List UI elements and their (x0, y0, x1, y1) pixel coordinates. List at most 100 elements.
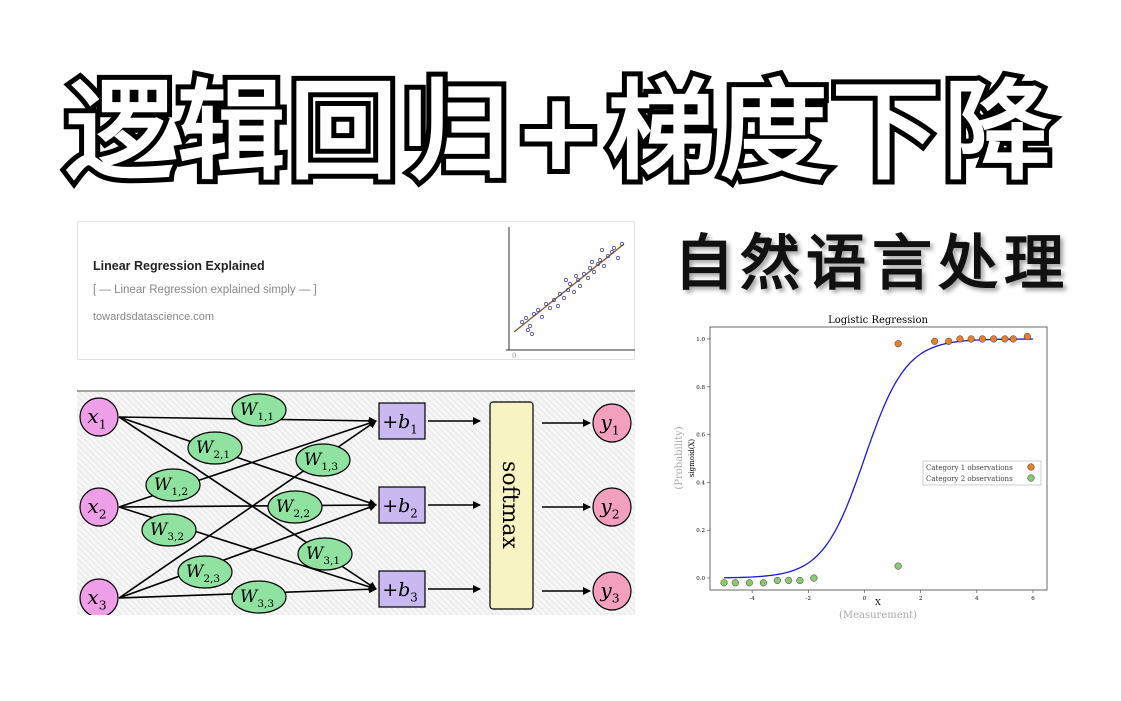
article-link-card[interactable]: Linear Regression Explained [ — Linear R… (77, 221, 635, 360)
legend-marker-category-2 (1027, 474, 1035, 482)
thumb-point (526, 328, 530, 332)
x-axis-label: X (875, 598, 881, 607)
x-tick-label: 6 (1031, 596, 1035, 602)
chart-title: Logistic Regression (828, 315, 928, 326)
weight-label: W3,2 (150, 520, 184, 543)
point-category-2 (731, 579, 739, 587)
weight-label: W3,1 (306, 544, 340, 567)
thumb-point (556, 304, 560, 308)
thumb-point (586, 276, 590, 280)
thumb-point (610, 250, 614, 254)
input-label-3: x3 (87, 585, 106, 613)
output-label-2: y2 (599, 494, 619, 522)
point-category-1 (894, 340, 902, 348)
weight-label: W1,3 (304, 450, 338, 473)
bias-label-1: +b1 (382, 411, 418, 436)
thumb-point (524, 316, 528, 320)
legend-label-category-2: Category 2 observations (926, 475, 1013, 483)
x-tick-label: 0 (863, 596, 867, 602)
thumb-point (558, 292, 562, 296)
thumb-point (582, 272, 586, 276)
point-category-1 (931, 337, 939, 345)
weight-node: W1,3 (295, 443, 351, 477)
thumb-point (576, 278, 580, 282)
article-thumbnail-plot: 0 (506, 227, 635, 360)
weight-node: W1,2 (145, 468, 201, 502)
weight-label: W1,2 (154, 475, 188, 498)
x-tick-label: -4 (749, 596, 755, 602)
thumb-point (616, 256, 620, 260)
input-label-1: x1 (87, 404, 106, 432)
article-description: [ — Linear Regression explained simply —… (93, 284, 317, 296)
input-node-3: x3 (79, 578, 119, 615)
bias-node-1: +b1 (378, 402, 426, 440)
softmax-box: softmax (489, 401, 534, 610)
thumb-point (562, 296, 566, 300)
main-title: 逻辑回归+梯度下降 (60, 65, 1057, 200)
thumb-point (592, 270, 596, 274)
thumb-point (530, 332, 534, 336)
network-edge (118, 416, 377, 507)
y-axis-label: sigmoid(X) (688, 439, 696, 478)
thumb-point (606, 254, 610, 258)
network-edge (118, 501, 377, 510)
thumb-point (544, 302, 548, 306)
thumb-point (578, 284, 582, 288)
y-tick-label: 1.0 (696, 337, 705, 343)
output-node-1: y1 (592, 403, 632, 443)
x-tick-label: 2 (919, 596, 923, 602)
thumb-axis-label: 0 (512, 352, 516, 360)
thumb-point (568, 282, 572, 286)
thumb-point (620, 242, 624, 246)
subtitle: 自然语言处理 (674, 229, 1070, 299)
point-category-1 (956, 335, 964, 343)
bias-label-2: +b2 (382, 495, 418, 520)
weight-node: W3,1 (297, 537, 353, 571)
weight-node: W2,3 (177, 555, 233, 589)
article-domain: towardsdatascience.com (93, 311, 215, 323)
thumb-point (602, 264, 606, 268)
thumb-point (572, 290, 576, 294)
point-category-2 (796, 576, 804, 584)
point-category-1 (1001, 335, 1009, 343)
y-tick-label: 0.2 (696, 528, 705, 534)
plot-area (709, 326, 1048, 591)
y-tick-label: 0.8 (696, 385, 705, 391)
point-category-1 (1009, 335, 1017, 343)
bias-label-3: +b3 (382, 579, 418, 604)
article-title[interactable]: Linear Regression Explained (93, 259, 265, 273)
point-category-2 (720, 579, 728, 587)
point-category-2 (810, 574, 818, 582)
point-category-2 (773, 576, 781, 584)
weight-label: W1,1 (240, 400, 274, 423)
y-axis-annotation: (Probability) (674, 426, 685, 489)
input-label-2: x2 (87, 494, 106, 522)
thumb-point (520, 320, 524, 324)
weight-node: W3,2 (141, 513, 197, 547)
weight-label: W3,3 (240, 587, 274, 610)
thumb-point (600, 248, 604, 252)
x-axis-annotation: (Measurement) (839, 610, 917, 621)
point-category-2 (759, 579, 767, 587)
thumb-point (548, 306, 552, 310)
softmax-label: softmax (497, 461, 522, 549)
y-tick-label: 0.6 (696, 433, 705, 439)
chart-legend: Category 1 observations Category 2 obser… (922, 460, 1042, 486)
thumb-point (528, 324, 532, 328)
thumb-fit-line (513, 243, 625, 333)
point-category-1 (1023, 333, 1031, 341)
point-category-2 (894, 562, 902, 570)
thumb-point (540, 315, 544, 319)
bias-node-2: +b2 (378, 486, 426, 524)
legend-marker-category-1 (1027, 463, 1035, 471)
weight-label: W2,2 (276, 497, 310, 520)
weight-node: W1,1 (231, 393, 287, 427)
point-category-2 (785, 576, 793, 584)
output-node-3: y3 (592, 571, 632, 611)
thumb-point (598, 258, 602, 262)
point-category-1 (978, 335, 986, 343)
weight-node: W3,3 (231, 580, 287, 614)
thumb-point (612, 246, 616, 250)
